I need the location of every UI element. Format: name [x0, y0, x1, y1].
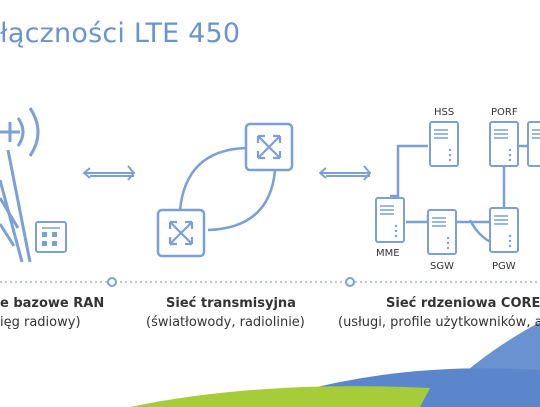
transmission-subtitle: (światłowody, radiolinie) — [146, 315, 305, 330]
switch-icon — [156, 208, 206, 258]
hss-label: HSS — [434, 107, 455, 118]
sgw-server-icon — [427, 209, 457, 255]
timeline-dot — [107, 277, 117, 287]
link-line — [178, 146, 247, 211]
mme-server-icon — [375, 197, 405, 243]
core-subtitle: (usługi, profile użytkowników, au — [338, 315, 540, 330]
link-line — [207, 169, 277, 232]
double-arrow-icon — [83, 165, 135, 181]
server-icon-partial — [527, 121, 540, 167]
sgw-label: SGW — [430, 261, 454, 272]
blue-wedge — [430, 322, 540, 407]
transmission-title: Sieć transmisyjna — [166, 296, 296, 311]
timeline-dot — [345, 277, 355, 287]
core-title: Sieć rdzeniowa CORE — [386, 296, 540, 311]
porf-label: PORF — [491, 107, 518, 118]
pgw-label: PGW — [492, 261, 516, 272]
mme-label: MME — [376, 248, 400, 259]
hss-server-icon — [429, 121, 459, 167]
switch-icon — [244, 122, 294, 172]
ran-title: e bazowe RAN — [0, 296, 105, 311]
porf-server-icon — [489, 121, 519, 167]
double-arrow-icon — [319, 165, 371, 181]
base-station-icon — [0, 107, 67, 263]
page-title: łączności LTE 450 — [0, 18, 241, 49]
green-shape — [130, 386, 430, 407]
pgw-server-icon — [489, 207, 519, 253]
ran-subtitle: ięg radiowy) — [0, 315, 81, 330]
